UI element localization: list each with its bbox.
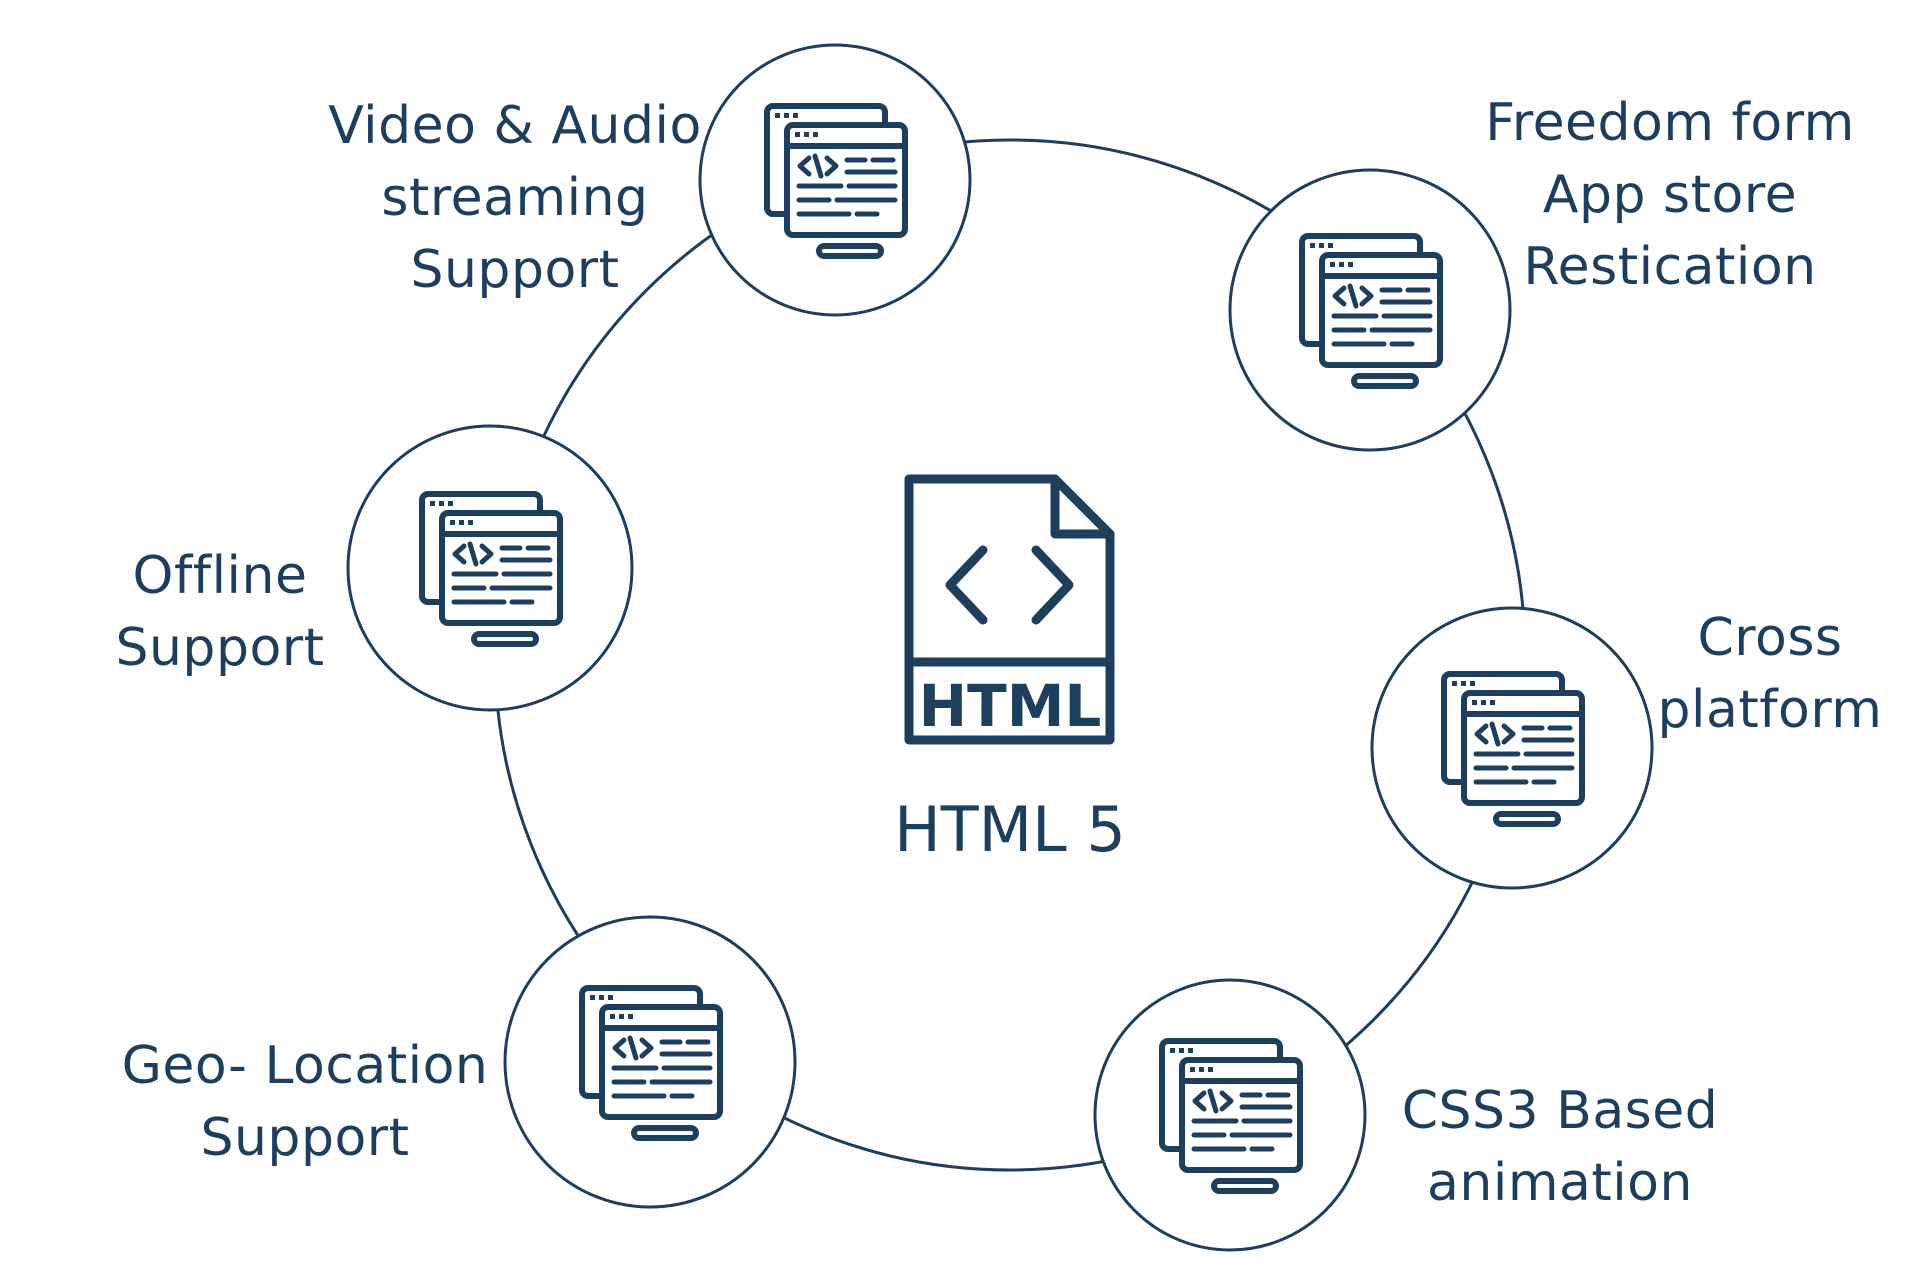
code-monitor-icon [582, 988, 720, 1138]
code-monitor-icon [1444, 674, 1582, 824]
code-monitor-icon [422, 494, 560, 644]
feature-label-app-store: Freedom form App store Restication [1460, 87, 1880, 303]
html-file-icon [904, 474, 1115, 745]
html-file-badge: HTML [919, 672, 1102, 740]
feature-label-line: animation [1427, 1153, 1693, 1213]
feature-label-css3-animation: CSS3 Based animation [1380, 1075, 1740, 1219]
code-monitor-icon [767, 106, 905, 256]
feature-label-line: platform [1657, 680, 1883, 740]
feature-label-line: Offline [132, 546, 308, 606]
feature-node-video-audio [698, 43, 972, 317]
feature-label-line: streaming [381, 168, 649, 228]
feature-label-line: Support [115, 618, 325, 678]
feature-label-line: Geo- Location [121, 1036, 489, 1096]
feature-label-line: Freedom form [1485, 93, 1855, 153]
feature-label-geo-location: Geo- Location Support [95, 1030, 515, 1174]
feature-label-line: CSS3 Based [1401, 1081, 1719, 1141]
feature-node-offline [346, 424, 634, 712]
feature-node-app-store [1228, 168, 1512, 452]
feature-label-line: Restication [1523, 237, 1817, 297]
feature-label-line: App store [1542, 165, 1798, 225]
feature-label-line: Cross [1697, 608, 1843, 668]
feature-node-cross-platform [1370, 606, 1654, 890]
code-monitor-icon [1302, 236, 1440, 386]
feature-label-offline: Offline Support [100, 540, 340, 684]
feature-node-geo-location [503, 915, 797, 1209]
feature-node-css3-animation [1093, 978, 1367, 1252]
feature-label-line: Video & Audio [328, 96, 702, 156]
center-title: HTML 5 [894, 793, 1126, 866]
feature-label-line: Support [200, 1108, 410, 1168]
feature-label-line: Support [410, 240, 620, 300]
code-monitor-icon [1162, 1041, 1300, 1191]
feature-label-cross-platform: Cross platform [1640, 602, 1900, 746]
feature-label-video-audio: Video & Audio streaming Support [315, 90, 715, 306]
